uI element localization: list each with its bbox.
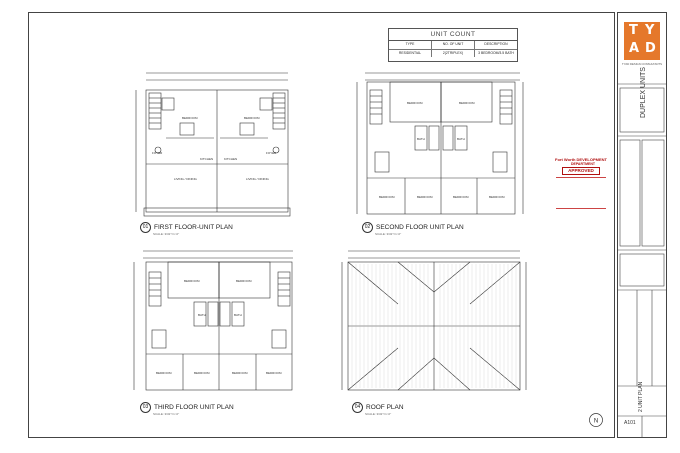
column-header: DESCRIPTION <box>484 42 508 46</box>
stamp-dept: DEPARTMENT <box>571 162 596 166</box>
room-label: BATH <box>417 137 425 141</box>
plan-scale: SCALE: 3/32"=1'-0" <box>365 412 392 416</box>
room-label: BEDROOM <box>194 371 210 375</box>
room-label: LIVING / DINING <box>174 177 198 181</box>
plan-scale: SCALE: 3/32"=1'-0" <box>375 232 402 236</box>
logo-letter: D <box>645 41 656 56</box>
drawing-sheet-border <box>28 12 615 438</box>
room-label: BEDROOM <box>156 371 172 375</box>
roof-plan-drawing <box>341 250 527 391</box>
unit-count-header-row: TYPE NO. OF UNIT DESCRIPTION <box>389 41 517 50</box>
unit-count-row: RESIDENTIAL 2(2TRIPLEX) 3 BEDROOM/3.5 BA… <box>389 49 517 58</box>
unit-count-table: UNIT COUNT TYPE NO. OF UNIT DESCRIPTION … <box>388 28 518 62</box>
room-label: FOYER <box>266 151 277 155</box>
project-title: DUPLEX UNITS <box>640 67 647 118</box>
room-label: BEDROOM <box>407 101 423 105</box>
cell-description: 3 BEDROOM/3.5 BATH <box>478 50 514 55</box>
room-label: LIVING / DINING <box>246 177 270 181</box>
room-label: BATH <box>457 137 465 141</box>
room-label: FOYER <box>152 151 163 155</box>
plan-number-badge: 04 <box>352 402 363 413</box>
room-label: BEDROOM <box>244 116 260 120</box>
cell-type: RESIDENTIAL <box>389 49 432 58</box>
stamp-status: APPROVED <box>562 167 600 175</box>
sheet-title: 2 UNIT PLAN <box>638 381 644 412</box>
room-label: BEDROOM <box>453 195 469 199</box>
column-header: NO. OF UNIT <box>432 41 475 49</box>
room-label: KITCHEN <box>200 157 213 161</box>
room-label: BEDROOM <box>236 279 252 283</box>
plan-title: ROOF PLAN <box>366 404 404 412</box>
room-label: BATH <box>198 313 206 317</box>
stamp-header: Fort Worth DEVELOPMENT <box>555 157 607 162</box>
plan-title: SECOND FLOOR UNIT PLAN <box>376 224 464 232</box>
plan-title: THIRD FLOOR UNIT PLAN <box>154 404 234 412</box>
room-label: BATH <box>234 313 242 317</box>
title-block-grid <box>617 83 667 438</box>
column-header: TYPE <box>389 41 432 49</box>
north-arrow-icon: N <box>589 413 603 427</box>
second-floor-plan-drawing: BEDROOM BEDROOM BATH BATH BEDROOM BEDROO… <box>356 72 524 215</box>
north-label: N <box>594 419 598 425</box>
room-label: BEDROOM <box>184 279 200 283</box>
approval-stamp: Fort Worth DEVELOPMENT DEPARTMENT APPROV… <box>552 157 610 217</box>
room-label: BEDROOM <box>232 371 248 375</box>
plan-title: FIRST FLOOR-UNIT PLAN <box>154 224 233 232</box>
room-label: BEDROOM <box>489 195 505 199</box>
logo-letter: Y <box>645 23 655 38</box>
unit-count-title: UNIT COUNT <box>389 29 517 41</box>
firm-logo: T Y A D <box>624 22 660 60</box>
first-floor-plan-drawing: BEDROOM BEDROOM KITCHEN KITCHEN LIVING /… <box>135 72 291 217</box>
sheet-number: A101 <box>624 420 636 426</box>
room-label: BEDROOM <box>417 195 433 199</box>
room-label: KITCHEN <box>224 157 237 161</box>
plan-scale: SCALE: 3/32"=1'-0" <box>153 412 180 416</box>
room-label: BEDROOM <box>266 371 282 375</box>
plan-number-badge: 03 <box>140 402 151 413</box>
room-label: BEDROOM <box>182 116 198 120</box>
logo-letter: A <box>629 41 640 56</box>
plan-number-badge: 02 <box>362 222 373 233</box>
cell-count: 2(2TRIPLEX) <box>432 49 475 58</box>
plan-number-badge: 01 <box>140 222 151 233</box>
room-label: BEDROOM <box>379 195 395 199</box>
third-floor-plan-drawing: BEDROOM BEDROOM BATH BATH BEDROOM BEDROO… <box>133 250 293 391</box>
logo-letter: T <box>629 23 638 38</box>
stamp-signature-lines <box>556 177 606 209</box>
firm-name: TYAD DESIGN CONSULTANTS <box>622 62 662 66</box>
room-label: BEDROOM <box>459 101 475 105</box>
plan-scale: SCALE: 3/32"=1'-0" <box>153 232 180 236</box>
